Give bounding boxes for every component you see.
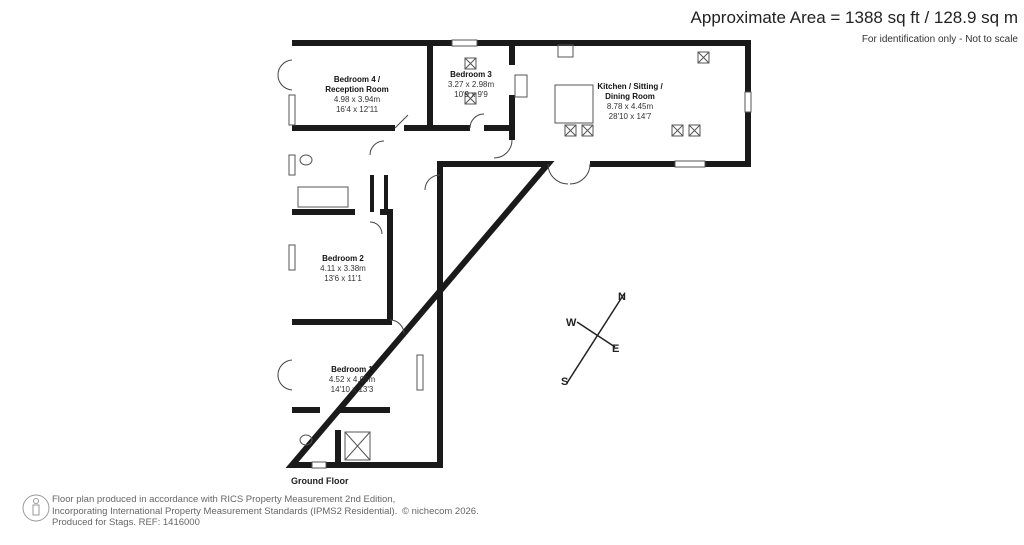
room-metric: 4.11 x 3.38m	[320, 264, 366, 273]
bath	[297, 186, 349, 208]
door	[394, 114, 409, 129]
window	[311, 461, 327, 469]
fixtures	[297, 44, 710, 461]
window	[288, 94, 296, 126]
room-name: Bedroom 3	[450, 70, 492, 79]
room-kitchen: Kitchen / Sitting /Dining Room 8.78 x 4.…	[597, 82, 662, 122]
window	[288, 244, 296, 271]
french-door	[277, 59, 293, 91]
compass-rose	[566, 293, 625, 384]
footer-line: Incorporating International Property Mea…	[52, 505, 398, 517]
room-name: Reception Room	[325, 85, 389, 94]
shower	[344, 431, 371, 461]
french-door	[547, 163, 591, 185]
room-name: Kitchen / Sitting /	[597, 82, 663, 91]
french-door	[277, 359, 293, 391]
door	[369, 221, 383, 235]
room-name: Bedroom 1	[331, 365, 373, 374]
room-metric: 3.27 x 2.98m	[447, 80, 495, 89]
window	[416, 354, 424, 391]
room-imperial: 10'9 x 9'9	[454, 90, 488, 99]
doors	[277, 59, 591, 391]
room-imperial: 28'10 x 14'7	[608, 112, 652, 121]
bathroom-wall	[292, 209, 393, 320]
room-metric: 4.52 x 4.05m	[328, 375, 376, 384]
window	[744, 91, 752, 113]
identification-note: For identification only - Not to scale	[861, 34, 1018, 45]
approximate-area: Approximate Area = 1388 sq ft / 128.9 sq…	[690, 8, 1018, 27]
walls	[285, 40, 751, 468]
person-logo-icon	[22, 494, 50, 522]
window	[674, 160, 706, 168]
door	[493, 139, 513, 159]
compass-south: S	[561, 376, 568, 388]
footer-line: Floor plan produced in accordance with R…	[52, 494, 396, 505]
door	[369, 140, 385, 156]
room-metric: 8.78 x 4.45m	[606, 102, 654, 111]
cupboard-wall	[370, 175, 388, 212]
room-imperial: 16'4 x 12'11	[335, 105, 379, 114]
door	[469, 113, 485, 129]
door	[424, 174, 441, 191]
footer-text: Floor plan produced in accordance with R…	[52, 494, 397, 529]
footer-line: Produced for Stags. REF: 1416000	[52, 517, 200, 528]
compass-west: W	[566, 317, 577, 329]
window	[288, 154, 296, 176]
sink	[557, 44, 574, 58]
roof-windows	[464, 51, 710, 137]
room-metric: 4.98 x 3.94m	[333, 95, 381, 104]
windows	[288, 39, 752, 469]
room-imperial: 13'6 x 11'1	[324, 274, 362, 283]
door	[389, 319, 405, 335]
room-name: Bedroom 4 /	[333, 75, 381, 84]
room-name: Bedroom 2	[322, 254, 364, 263]
compass-letters: N W E S	[561, 291, 626, 388]
window	[451, 39, 478, 47]
room-imperial: 14'10 x 13'3	[330, 385, 374, 394]
compass-east: E	[612, 343, 619, 355]
room-name: Dining Room	[605, 92, 655, 101]
floor-label: Ground Floor	[291, 476, 349, 486]
compass-north: N	[618, 291, 626, 303]
copyright: © nichecom 2026.	[402, 506, 479, 517]
kitchen-island	[554, 84, 594, 124]
wc	[299, 434, 313, 446]
wc	[299, 154, 313, 166]
hob	[514, 74, 528, 98]
